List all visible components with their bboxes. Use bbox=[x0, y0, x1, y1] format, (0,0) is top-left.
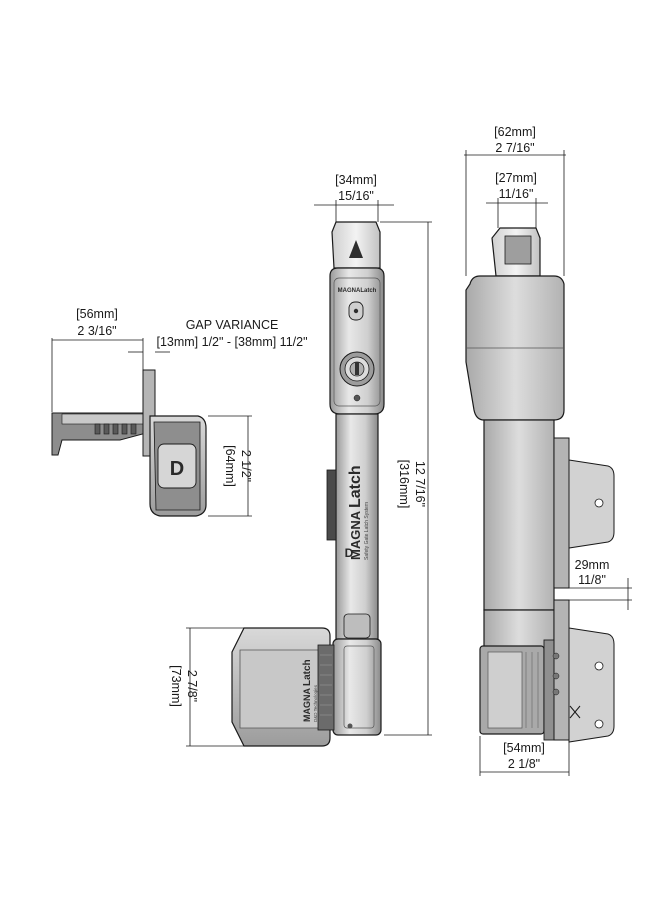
gap-variance-title: GAP VARIANCE bbox=[186, 318, 279, 332]
magnet-sub-label: D&D Technologies bbox=[313, 684, 318, 722]
right-width-mm: [62mm] bbox=[494, 125, 536, 139]
base-width-dimension bbox=[479, 736, 570, 776]
base-width-mm: [54mm] bbox=[503, 741, 545, 755]
shaft-logo: D bbox=[345, 546, 354, 560]
magnet-label-1: MAGNA bbox=[302, 688, 312, 722]
total-height-dimension bbox=[380, 221, 432, 736]
side-height-in: 2 1/2" bbox=[239, 450, 253, 482]
head-label: MAGNALatch bbox=[338, 288, 377, 294]
right-width-in: 2 7/16" bbox=[495, 141, 534, 155]
side-width-dimension bbox=[51, 338, 144, 412]
total-height-in: 12 7/16" bbox=[413, 461, 427, 507]
bottom-height-mm: [73mm] bbox=[169, 665, 183, 707]
shaft-sub-label: Safety Gate Latch System bbox=[364, 502, 370, 560]
bracket-gap-dimension bbox=[569, 578, 632, 610]
total-height-mm: [316mm] bbox=[397, 460, 411, 509]
side-logo: D bbox=[170, 458, 184, 480]
right-width-dimension bbox=[464, 150, 566, 276]
side-height-dimension bbox=[208, 415, 252, 517]
bottom-height-in: 2 7/8" bbox=[185, 670, 199, 702]
base-width-in: 2 1/8" bbox=[508, 757, 540, 771]
shaft-label-2: Latch bbox=[347, 465, 364, 508]
bracket-gap-mm: 29mm bbox=[575, 558, 610, 572]
side-view: D bbox=[51, 369, 207, 517]
top-cap-dimension bbox=[486, 198, 548, 228]
side-width-mm: [56mm] bbox=[76, 307, 118, 321]
gap-variance-range: [13mm] 1/2" - [38mm] 11/2" bbox=[156, 335, 307, 349]
bottom-height-dimension bbox=[186, 627, 244, 747]
top-cap-in: 11/16" bbox=[499, 187, 534, 201]
magnet-label-2: Latch bbox=[302, 659, 313, 686]
side-width-in: 2 3/16" bbox=[77, 324, 116, 338]
front-width-mm: [34mm] bbox=[335, 173, 377, 187]
right-view bbox=[465, 227, 615, 743]
bracket-gap-in: 11/8" bbox=[578, 573, 606, 587]
front-view: MAGNALatch MAGNA Latch Safety Gate Latch… bbox=[231, 221, 385, 747]
front-width-dimension bbox=[314, 200, 394, 222]
side-height-mm: [64mm] bbox=[223, 445, 237, 487]
front-width-in: 15/16" bbox=[338, 189, 374, 203]
top-cap-mm: [27mm] bbox=[495, 171, 537, 185]
shaft-label-1: MAGNA bbox=[348, 510, 363, 560]
